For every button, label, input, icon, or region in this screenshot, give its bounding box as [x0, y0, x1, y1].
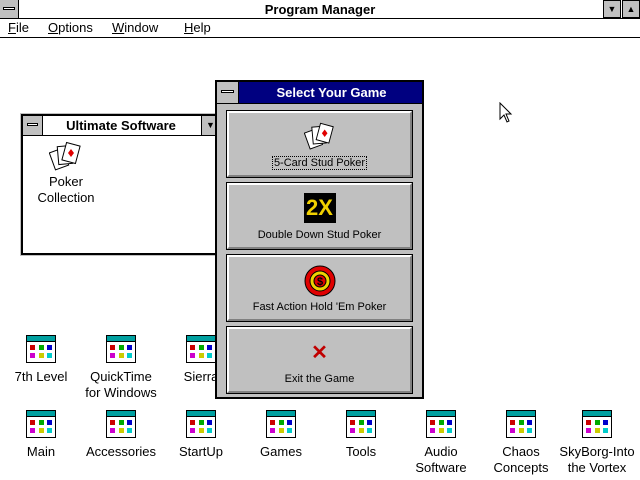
group-icon-sierra[interactable]: Sierra [161, 335, 241, 385]
group-title-bar[interactable]: Ultimate Software ▼ [23, 116, 219, 136]
group-icon-main[interactable]: Main [1, 410, 81, 460]
group-icon-startup[interactable]: StartUp [161, 410, 241, 460]
group-icon-audio-software[interactable]: Audio Software [401, 410, 481, 476]
poker-collection-label-line2: Collection [37, 190, 95, 205]
group-icon-games[interactable]: Games [241, 410, 321, 460]
group-label: Tools [345, 444, 377, 459]
group-icon-7th-level[interactable]: 7th Level [1, 335, 81, 385]
group-icon-skyborg[interactable]: SkyBorg-Into the Vortex [555, 410, 639, 476]
double-down-stud-label: Double Down Stud Poker [257, 229, 382, 241]
group-label: SkyBorg-Into the Vortex [559, 444, 635, 475]
group-icon-quicktime[interactable]: QuickTime for Windows [81, 335, 161, 409]
program-group-icon [426, 410, 456, 438]
group-icon-accessories[interactable]: Accessories [81, 410, 161, 460]
mouse-pointer-icon [499, 102, 513, 123]
ultimate-software-group-window[interactable]: Ultimate Software ▼ Poker Collection [20, 113, 222, 256]
program-group-icon [106, 410, 136, 438]
five-card-stud-label: 5-Card Stud Poker [271, 156, 368, 170]
dialog-system-menu-button[interactable] [217, 82, 239, 103]
poker-cards-icon [303, 122, 334, 150]
group-minimize-button[interactable]: ▼ [201, 116, 219, 135]
poker-chip-icon: $ [304, 265, 335, 297]
poker-collection-item[interactable]: Poker Collection [31, 140, 101, 206]
red-x-icon: ✕ [311, 342, 328, 364]
exit-game-label: Exit the Game [284, 373, 355, 385]
system-menu-icon [221, 90, 234, 93]
program-group-icon [186, 335, 216, 363]
program-group-icon [26, 335, 56, 363]
maximize-button[interactable]: ▲ [622, 0, 640, 18]
system-menu-icon [27, 123, 38, 126]
group-label: Sierra [183, 369, 219, 384]
system-menu-icon [3, 7, 15, 10]
minimize-button[interactable]: ▼ [603, 0, 621, 18]
group-label: Games [260, 444, 302, 459]
group-label: Audio Software [415, 444, 467, 475]
dialog-title-bar[interactable]: Select Your Game [217, 82, 422, 104]
program-group-icon [26, 410, 56, 438]
five-card-stud-button[interactable]: 5-Card Stud Poker [226, 110, 413, 178]
menu-help[interactable]: Help [184, 20, 211, 35]
group-icon-chaos-concepts[interactable]: Chaos Concepts [481, 410, 561, 476]
fast-action-holdem-label: Fast Action Hold 'Em Poker [252, 301, 387, 313]
menu-window[interactable]: Window [112, 20, 159, 35]
group-label: StartUp [178, 444, 224, 459]
program-group-icon [346, 410, 376, 438]
menu-file[interactable]: File [8, 20, 29, 35]
group-title: Ultimate Software [66, 118, 176, 133]
svg-text:$: $ [316, 276, 322, 288]
dialog-title: Select Your Game [276, 85, 387, 100]
group-label: 7th Level [14, 369, 68, 384]
select-game-dialog[interactable]: Select Your Game 5-Card Stud Poker 2X Do… [215, 80, 424, 399]
window-title: Program Manager [264, 2, 376, 17]
group-icon-tools[interactable]: Tools [321, 410, 401, 460]
menu-options[interactable]: Options [48, 20, 93, 35]
group-label: Accessories [85, 444, 157, 459]
system-menu-button[interactable] [0, 0, 19, 18]
2x-icon: 2X [303, 193, 336, 223]
poker-cards-icon [49, 141, 81, 171]
exit-game-button[interactable]: ✕ Exit the Game [226, 326, 413, 394]
group-label: QuickTime for Windows [85, 369, 157, 400]
group-system-menu-button[interactable] [23, 116, 43, 135]
program-group-icon [582, 410, 612, 438]
program-group-icon [186, 410, 216, 438]
menu-bar: File Options Window Help [0, 19, 640, 38]
program-group-icon [106, 335, 136, 363]
program-group-icon [266, 410, 296, 438]
group-label: Main [26, 444, 56, 459]
double-down-stud-button[interactable]: 2X Double Down Stud Poker [226, 182, 413, 250]
program-group-icon [506, 410, 536, 438]
fast-action-holdem-button[interactable]: $ Fast Action Hold 'Em Poker [226, 254, 413, 322]
program-manager-title-bar[interactable]: Program Manager ▼ ▲ [0, 0, 640, 19]
group-label: Chaos Concepts [493, 444, 549, 475]
poker-collection-label: Poker [49, 174, 83, 189]
